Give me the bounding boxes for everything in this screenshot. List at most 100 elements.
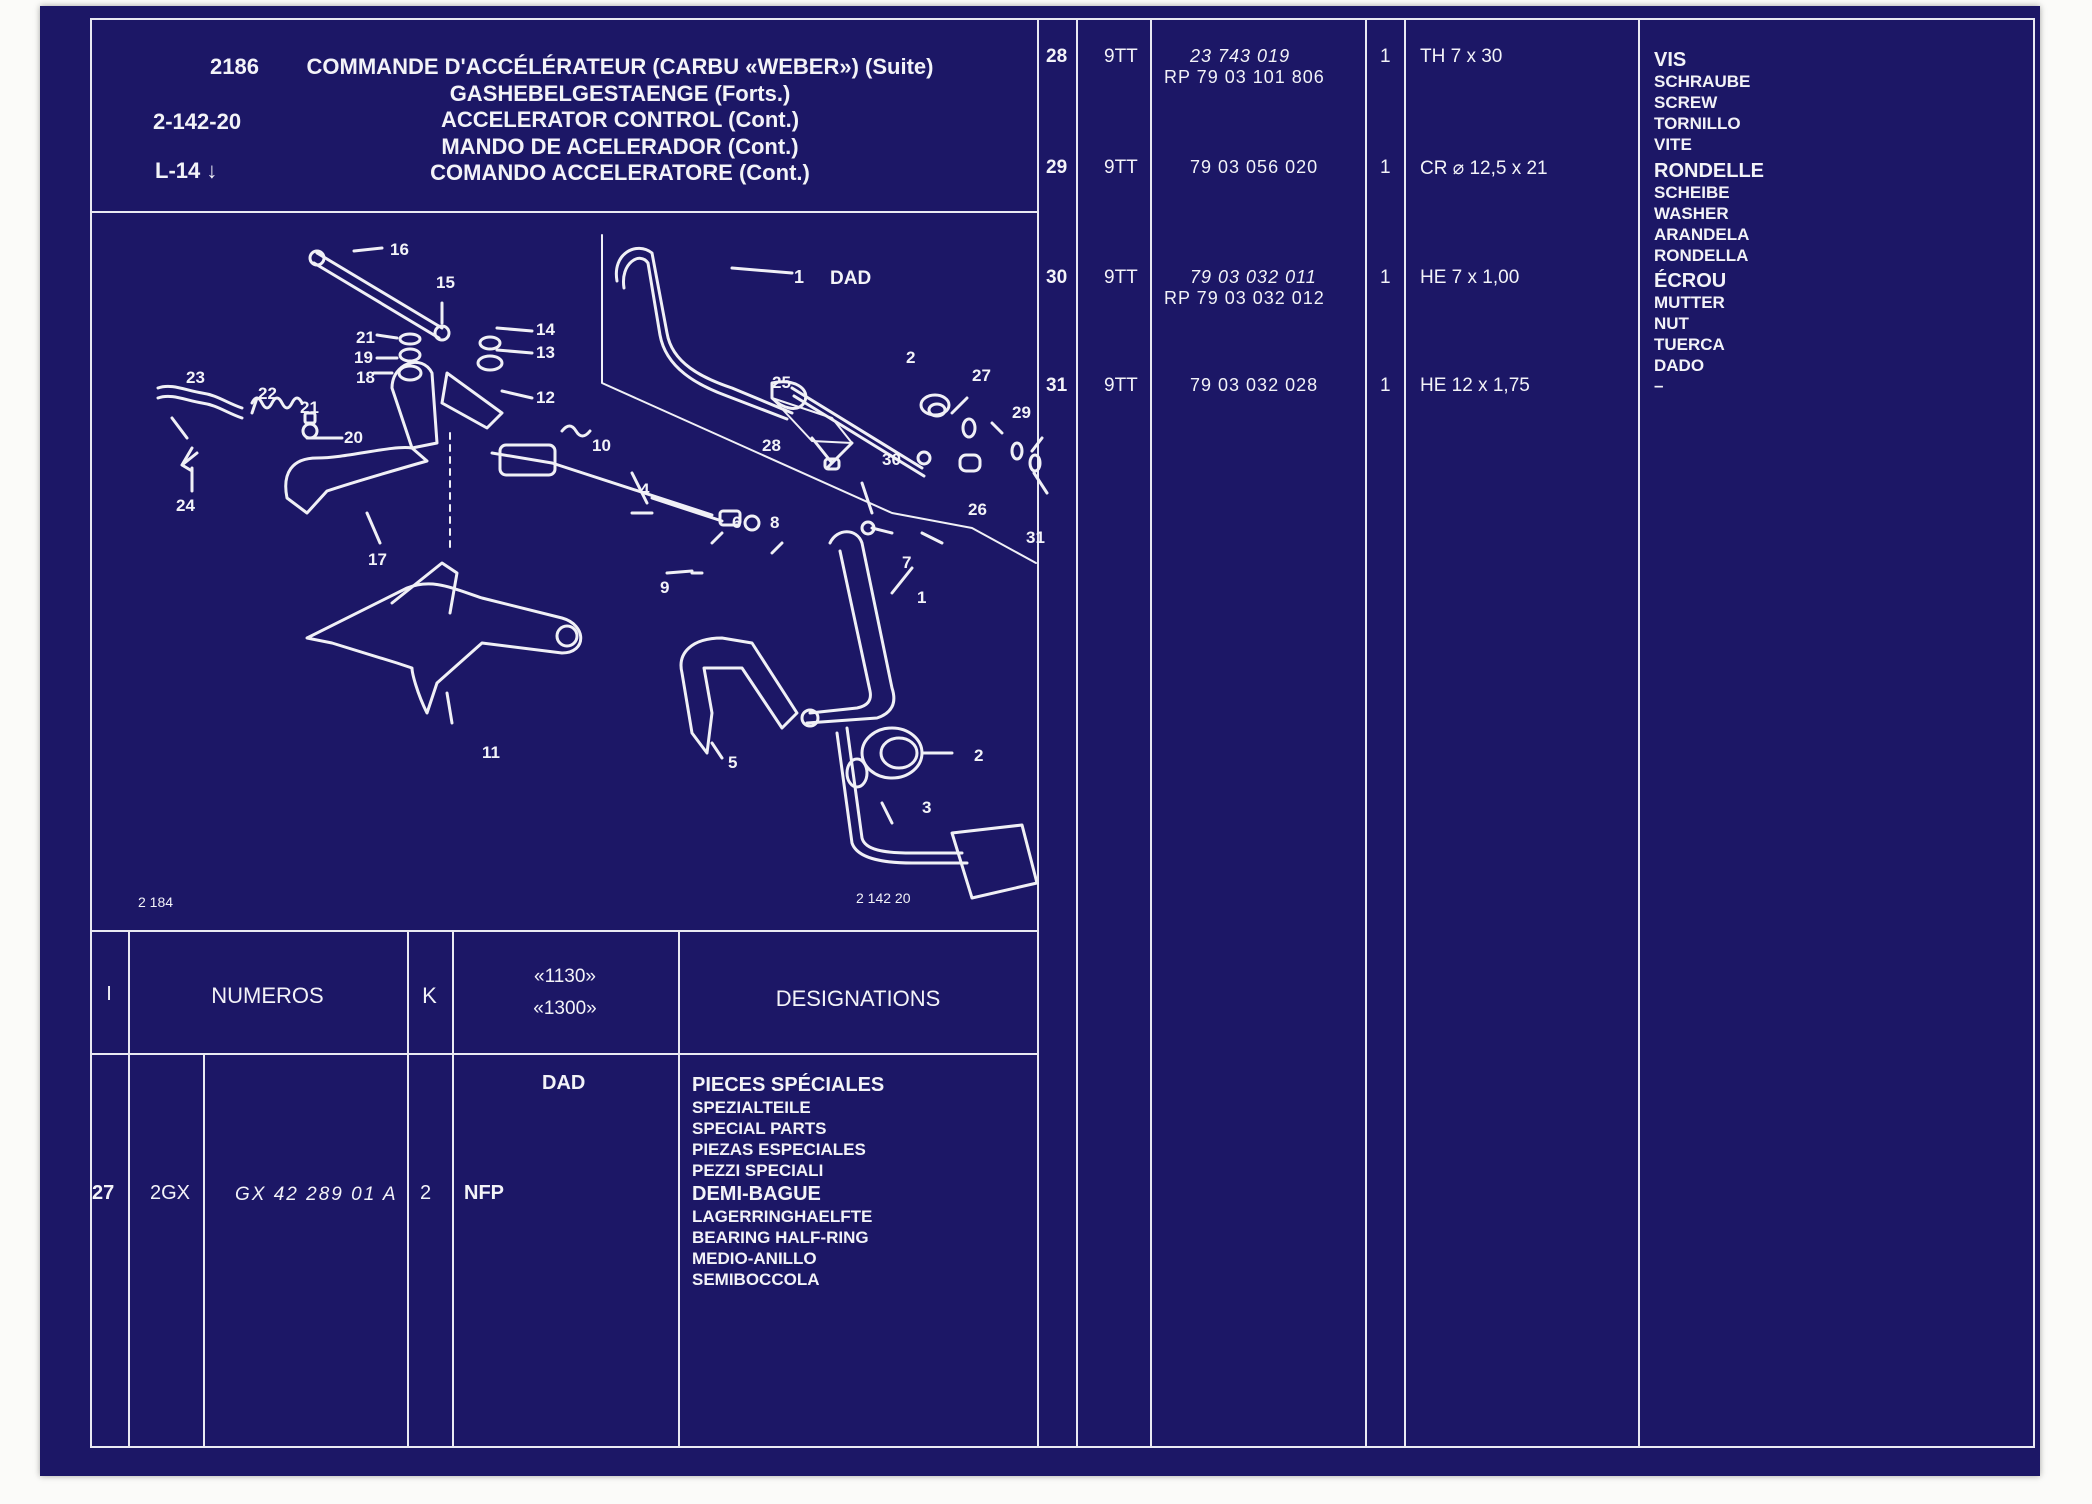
svg-text:31: 31 bbox=[1026, 528, 1045, 547]
svg-text:17: 17 bbox=[368, 550, 387, 569]
row29-number: 79 03 056 020 bbox=[1190, 157, 1319, 177]
svg-text:20: 20 bbox=[344, 428, 363, 447]
col-sep-r-qty bbox=[1404, 18, 1406, 1448]
outer-frame bbox=[90, 18, 2035, 1448]
row27-remark: NFP bbox=[464, 1182, 504, 1204]
row28-code: 9TT bbox=[1104, 46, 1138, 67]
svg-text:21: 21 bbox=[300, 398, 319, 417]
col-sep-k bbox=[452, 930, 454, 1448]
col-header-item: I bbox=[106, 983, 112, 1005]
header-divider bbox=[90, 211, 1038, 213]
col-sep-models bbox=[678, 930, 680, 1448]
row27-item: 27 bbox=[92, 1182, 115, 1204]
row28-qty: 1 bbox=[1380, 46, 1391, 67]
section-tr-en: SPECIAL PARTS bbox=[692, 1119, 827, 1138]
row28-tr-es: TORNILLO bbox=[1654, 114, 1741, 133]
row28-name: VIS bbox=[1654, 49, 1687, 71]
row28-number-alt: RP 79 03 101 806 bbox=[1164, 67, 1325, 87]
col-sep-numbers bbox=[407, 930, 409, 1448]
header-ref-sub: 2-142-20 bbox=[153, 109, 242, 134]
row29-tr-de: SCHEIBE bbox=[1654, 183, 1730, 202]
col-header-numbers: NUMEROS bbox=[211, 983, 324, 1008]
col-sep-r-code bbox=[1150, 18, 1152, 1448]
row29-name: RONDELLE bbox=[1654, 160, 1764, 182]
header-ref-small: L-14 ↓ bbox=[155, 158, 217, 184]
title-fr: COMMANDE D'ACCÉLÉRATEUR (CARBU «WEBER») … bbox=[306, 54, 934, 79]
svg-text:1: 1 bbox=[794, 267, 804, 287]
row30-tr-de: MUTTER bbox=[1654, 293, 1725, 312]
row30-tr-en: NUT bbox=[1654, 314, 1689, 333]
svg-text:26: 26 bbox=[968, 500, 987, 519]
svg-text:3: 3 bbox=[922, 798, 931, 817]
row31-code: 9TT bbox=[1104, 375, 1138, 396]
col-header-model-1300: «1300» bbox=[533, 998, 597, 1019]
row29-tr-it: RONDELLA bbox=[1654, 246, 1749, 265]
row27-tr-es: MEDIO-ANILLO bbox=[692, 1249, 817, 1268]
row30-number-alt: RP 79 03 032 012 bbox=[1164, 288, 1325, 308]
svg-text:15: 15 bbox=[436, 273, 455, 292]
title-en: ACCELERATOR CONTROL (Cont.) bbox=[440, 107, 800, 132]
row30-name: ÉCROU bbox=[1654, 270, 1727, 292]
row30-code: 9TT bbox=[1104, 267, 1138, 288]
header-ref-main: 2186 bbox=[210, 54, 259, 79]
row29-tr-en: WASHER bbox=[1654, 204, 1729, 223]
row31-qty: 1 bbox=[1380, 375, 1391, 396]
svg-text:14: 14 bbox=[536, 320, 555, 339]
svg-text:18: 18 bbox=[356, 368, 375, 387]
row30-qty: 1 bbox=[1380, 267, 1391, 288]
row29-qty: 1 bbox=[1380, 157, 1391, 178]
title-it: COMANDO ACCELERATORE (Cont.) bbox=[430, 160, 810, 185]
svg-text:8: 8 bbox=[770, 513, 779, 532]
svg-text:12: 12 bbox=[536, 388, 555, 407]
row29-code: 9TT bbox=[1104, 157, 1138, 178]
row27-tr-de: LAGERRINGHAELFTE bbox=[692, 1207, 873, 1226]
col-sep-main bbox=[1037, 18, 1039, 1448]
row27-code: 2GX bbox=[150, 1182, 191, 1204]
svg-text:24: 24 bbox=[176, 496, 195, 515]
row29-item: 29 bbox=[1046, 157, 1068, 178]
svg-text:10: 10 bbox=[592, 436, 611, 455]
row31-dash: – bbox=[1654, 376, 1664, 395]
row27-number: GX 42 289 01 A bbox=[235, 1184, 398, 1205]
section-title: PIECES SPÉCIALES bbox=[692, 1074, 885, 1096]
diagram-ref-left: 2 184 bbox=[138, 894, 174, 910]
diagram-ref-right: 2 142 20 bbox=[856, 890, 911, 906]
row30-number: 79 03 032 011 bbox=[1190, 267, 1317, 287]
section-tr-it: PEZZI SPECIALI bbox=[692, 1161, 824, 1180]
row27-tr-it: SEMIBOCCOLA bbox=[692, 1270, 820, 1289]
col-header-designations: DESIGNATIONS bbox=[775, 986, 941, 1011]
row30-spec: HE 7 x 1,00 bbox=[1420, 267, 1520, 288]
section-tr-es: PIEZAS ESPECIALES bbox=[692, 1140, 866, 1159]
row27-tr-en: BEARING HALF-RING bbox=[692, 1228, 869, 1247]
col-header-k: K bbox=[422, 983, 437, 1008]
diagram-variant-label: DAD bbox=[830, 268, 872, 289]
svg-text:11: 11 bbox=[482, 743, 500, 762]
svg-text:2: 2 bbox=[906, 348, 915, 367]
svg-text:21: 21 bbox=[356, 328, 375, 347]
col-sep-r-number bbox=[1365, 18, 1367, 1448]
col-sep-item bbox=[128, 930, 130, 1448]
row28-spec: TH 7 x 30 bbox=[1420, 46, 1503, 67]
row28-tr-de: SCHRAUBE bbox=[1654, 72, 1751, 91]
col-sep-r-item bbox=[1076, 18, 1078, 1448]
col-sep-r-spec bbox=[1638, 18, 1640, 1448]
svg-text:2: 2 bbox=[974, 746, 983, 765]
svg-text:25: 25 bbox=[772, 373, 791, 392]
row30-tr-es: TUERCA bbox=[1654, 335, 1725, 354]
svg-text:4: 4 bbox=[640, 480, 650, 499]
row30-tr-it: DADO bbox=[1654, 356, 1705, 375]
row28-tr-en: SCREW bbox=[1654, 93, 1718, 112]
row29-spec: CR ⌀ 12,5 x 21 bbox=[1420, 158, 1548, 179]
left-variant-dad: DAD bbox=[542, 1072, 586, 1094]
diagram-bottom-divider bbox=[90, 930, 1038, 932]
svg-text:30: 30 bbox=[882, 450, 901, 469]
header-ref-small-text: L-14 bbox=[155, 158, 201, 183]
svg-text:13: 13 bbox=[536, 343, 555, 362]
row28-tr-it: VITE bbox=[1654, 135, 1692, 154]
callout-16: 16 bbox=[390, 240, 409, 259]
title-de: GASHEBELGESTAENGE (Forts.) bbox=[449, 81, 791, 106]
svg-text:28: 28 bbox=[762, 436, 781, 455]
row27-qty: 2 bbox=[420, 1182, 432, 1204]
row30-item: 30 bbox=[1046, 267, 1068, 288]
row29-tr-es: ARANDELA bbox=[1654, 225, 1750, 244]
